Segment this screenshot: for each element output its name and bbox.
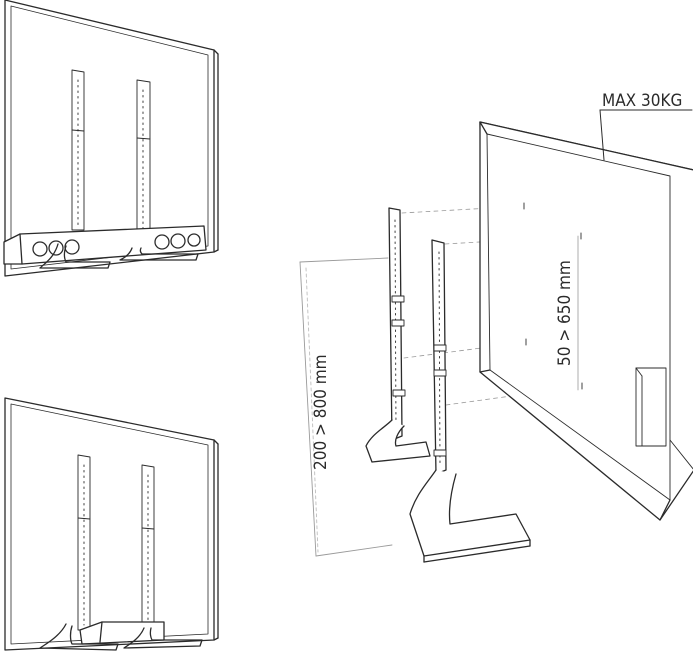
speaker-driver (48, 240, 64, 256)
soundbar (3, 225, 207, 265)
stand-right-post-bottom (141, 464, 155, 633)
exploded-mounting-illustration (299, 109, 693, 563)
media-box (79, 621, 165, 645)
stand-feet-top (39, 243, 199, 269)
bracket-screws (433, 344, 447, 457)
stand-left-post-top (71, 69, 85, 231)
speaker-driver (154, 234, 170, 250)
speaker-driver (64, 239, 80, 255)
stand-right-post-top (136, 79, 151, 233)
stand-left-post-bottom (77, 454, 91, 631)
tv-back-panel (479, 121, 693, 521)
speaker-driver (170, 233, 186, 249)
stand-rear-foot (365, 419, 431, 463)
max-weight-label: MAX 30KG (602, 91, 682, 111)
stand-front-foot (409, 469, 531, 557)
stand-feet-bottom (39, 623, 203, 651)
tv-screen-top (4, 0, 219, 277)
tv-with-media-box-illustration (4, 397, 219, 651)
stand-rear-post (365, 207, 431, 463)
speaker-driver (32, 241, 48, 257)
speaker-driver (187, 233, 201, 247)
vesa-range-label: 50 > 650 mm (555, 260, 575, 366)
tv-screen-bottom (4, 397, 219, 651)
vesa-mount-points (523, 202, 583, 390)
bracket-screws (391, 295, 406, 397)
max-weight-callout-line (599, 109, 693, 161)
tv-with-soundbar-illustration (3, 0, 219, 277)
height-range-label: 200 > 800 mm (311, 354, 331, 470)
stand-front-post (409, 239, 531, 563)
height-dimension-line (299, 257, 393, 557)
